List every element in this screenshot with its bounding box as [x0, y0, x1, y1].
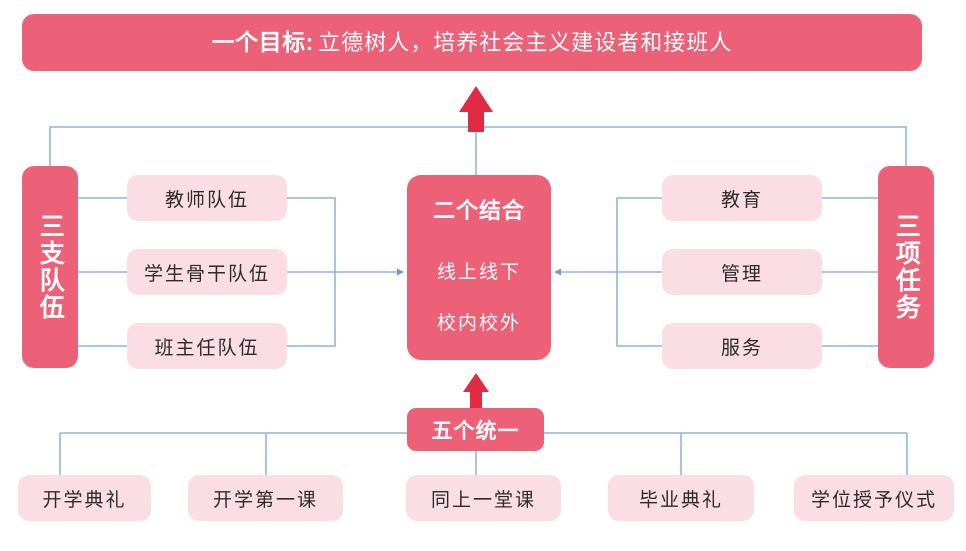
- pillar-three-teams: 三支队伍: [22, 166, 78, 368]
- center-title: 二个结合: [432, 198, 525, 223]
- pillar-three-tasks: 三项任务: [878, 166, 934, 368]
- leaf-label: 管理: [720, 263, 763, 285]
- unify-to-center-arrow-icon: [463, 373, 489, 412]
- hub-five-unifications: 五个统一: [407, 408, 544, 451]
- leaf-label: 学位授予仪式: [810, 489, 937, 511]
- leaf-label: 毕业典礼: [638, 489, 723, 511]
- leaf-label: 同上一堂课: [430, 489, 536, 511]
- leaf-right-management: 管理: [662, 249, 822, 295]
- center-line-online-offline: 线上线下: [436, 262, 521, 283]
- center-two-combinations: 二个结合 线上线下 校内校外: [407, 175, 551, 360]
- leaf-label: 开学典礼: [42, 489, 127, 511]
- leaf-bottom-first-lesson: 开学第一课: [188, 475, 343, 521]
- leaf-label: 服务: [720, 337, 763, 359]
- leaf-bottom-opening-ceremony: 开学典礼: [18, 475, 151, 521]
- pillar-three-tasks-label: 三项任务: [892, 213, 921, 321]
- pillar-three-teams-label: 三支队伍: [36, 213, 65, 321]
- center-line-oncampus-offcampus: 校内校外: [436, 313, 521, 334]
- leaf-bottom-shared-lesson: 同上一堂课: [406, 475, 561, 521]
- leaf-bottom-degree-conferral: 学位授予仪式: [794, 475, 954, 521]
- goal-banner: 一个目标: 立德树人，培养社会主义建设者和接班人: [22, 14, 922, 71]
- goal-banner-text: 一个目标: 立德树人，培养社会主义建设者和接班人: [212, 31, 733, 54]
- leaf-label: 教育: [720, 189, 763, 211]
- leaf-bottom-graduation-ceremony: 毕业典礼: [608, 475, 754, 521]
- hub-five-unifications-label: 五个统一: [431, 419, 520, 443]
- leaf-right-service: 服务: [662, 323, 822, 369]
- leaf-left-student-cadre-team: 学生骨干队伍: [127, 249, 287, 295]
- leaf-left-teacher-team: 教师队伍: [127, 175, 287, 221]
- goal-arrow-icon: [459, 86, 493, 132]
- leaf-right-education: 教育: [662, 175, 822, 221]
- leaf-label: 开学第一课: [212, 489, 318, 511]
- goal-rest-text: 立德树人，培养社会主义建设者和接班人: [318, 30, 733, 55]
- leaf-label: 学生骨干队伍: [143, 263, 270, 285]
- leaf-label: 班主任队伍: [154, 337, 260, 359]
- leaf-left-class-advisor-team: 班主任队伍: [127, 323, 287, 369]
- goal-strong-text: 一个目标:: [211, 29, 314, 55]
- leaf-label: 教师队伍: [164, 189, 249, 211]
